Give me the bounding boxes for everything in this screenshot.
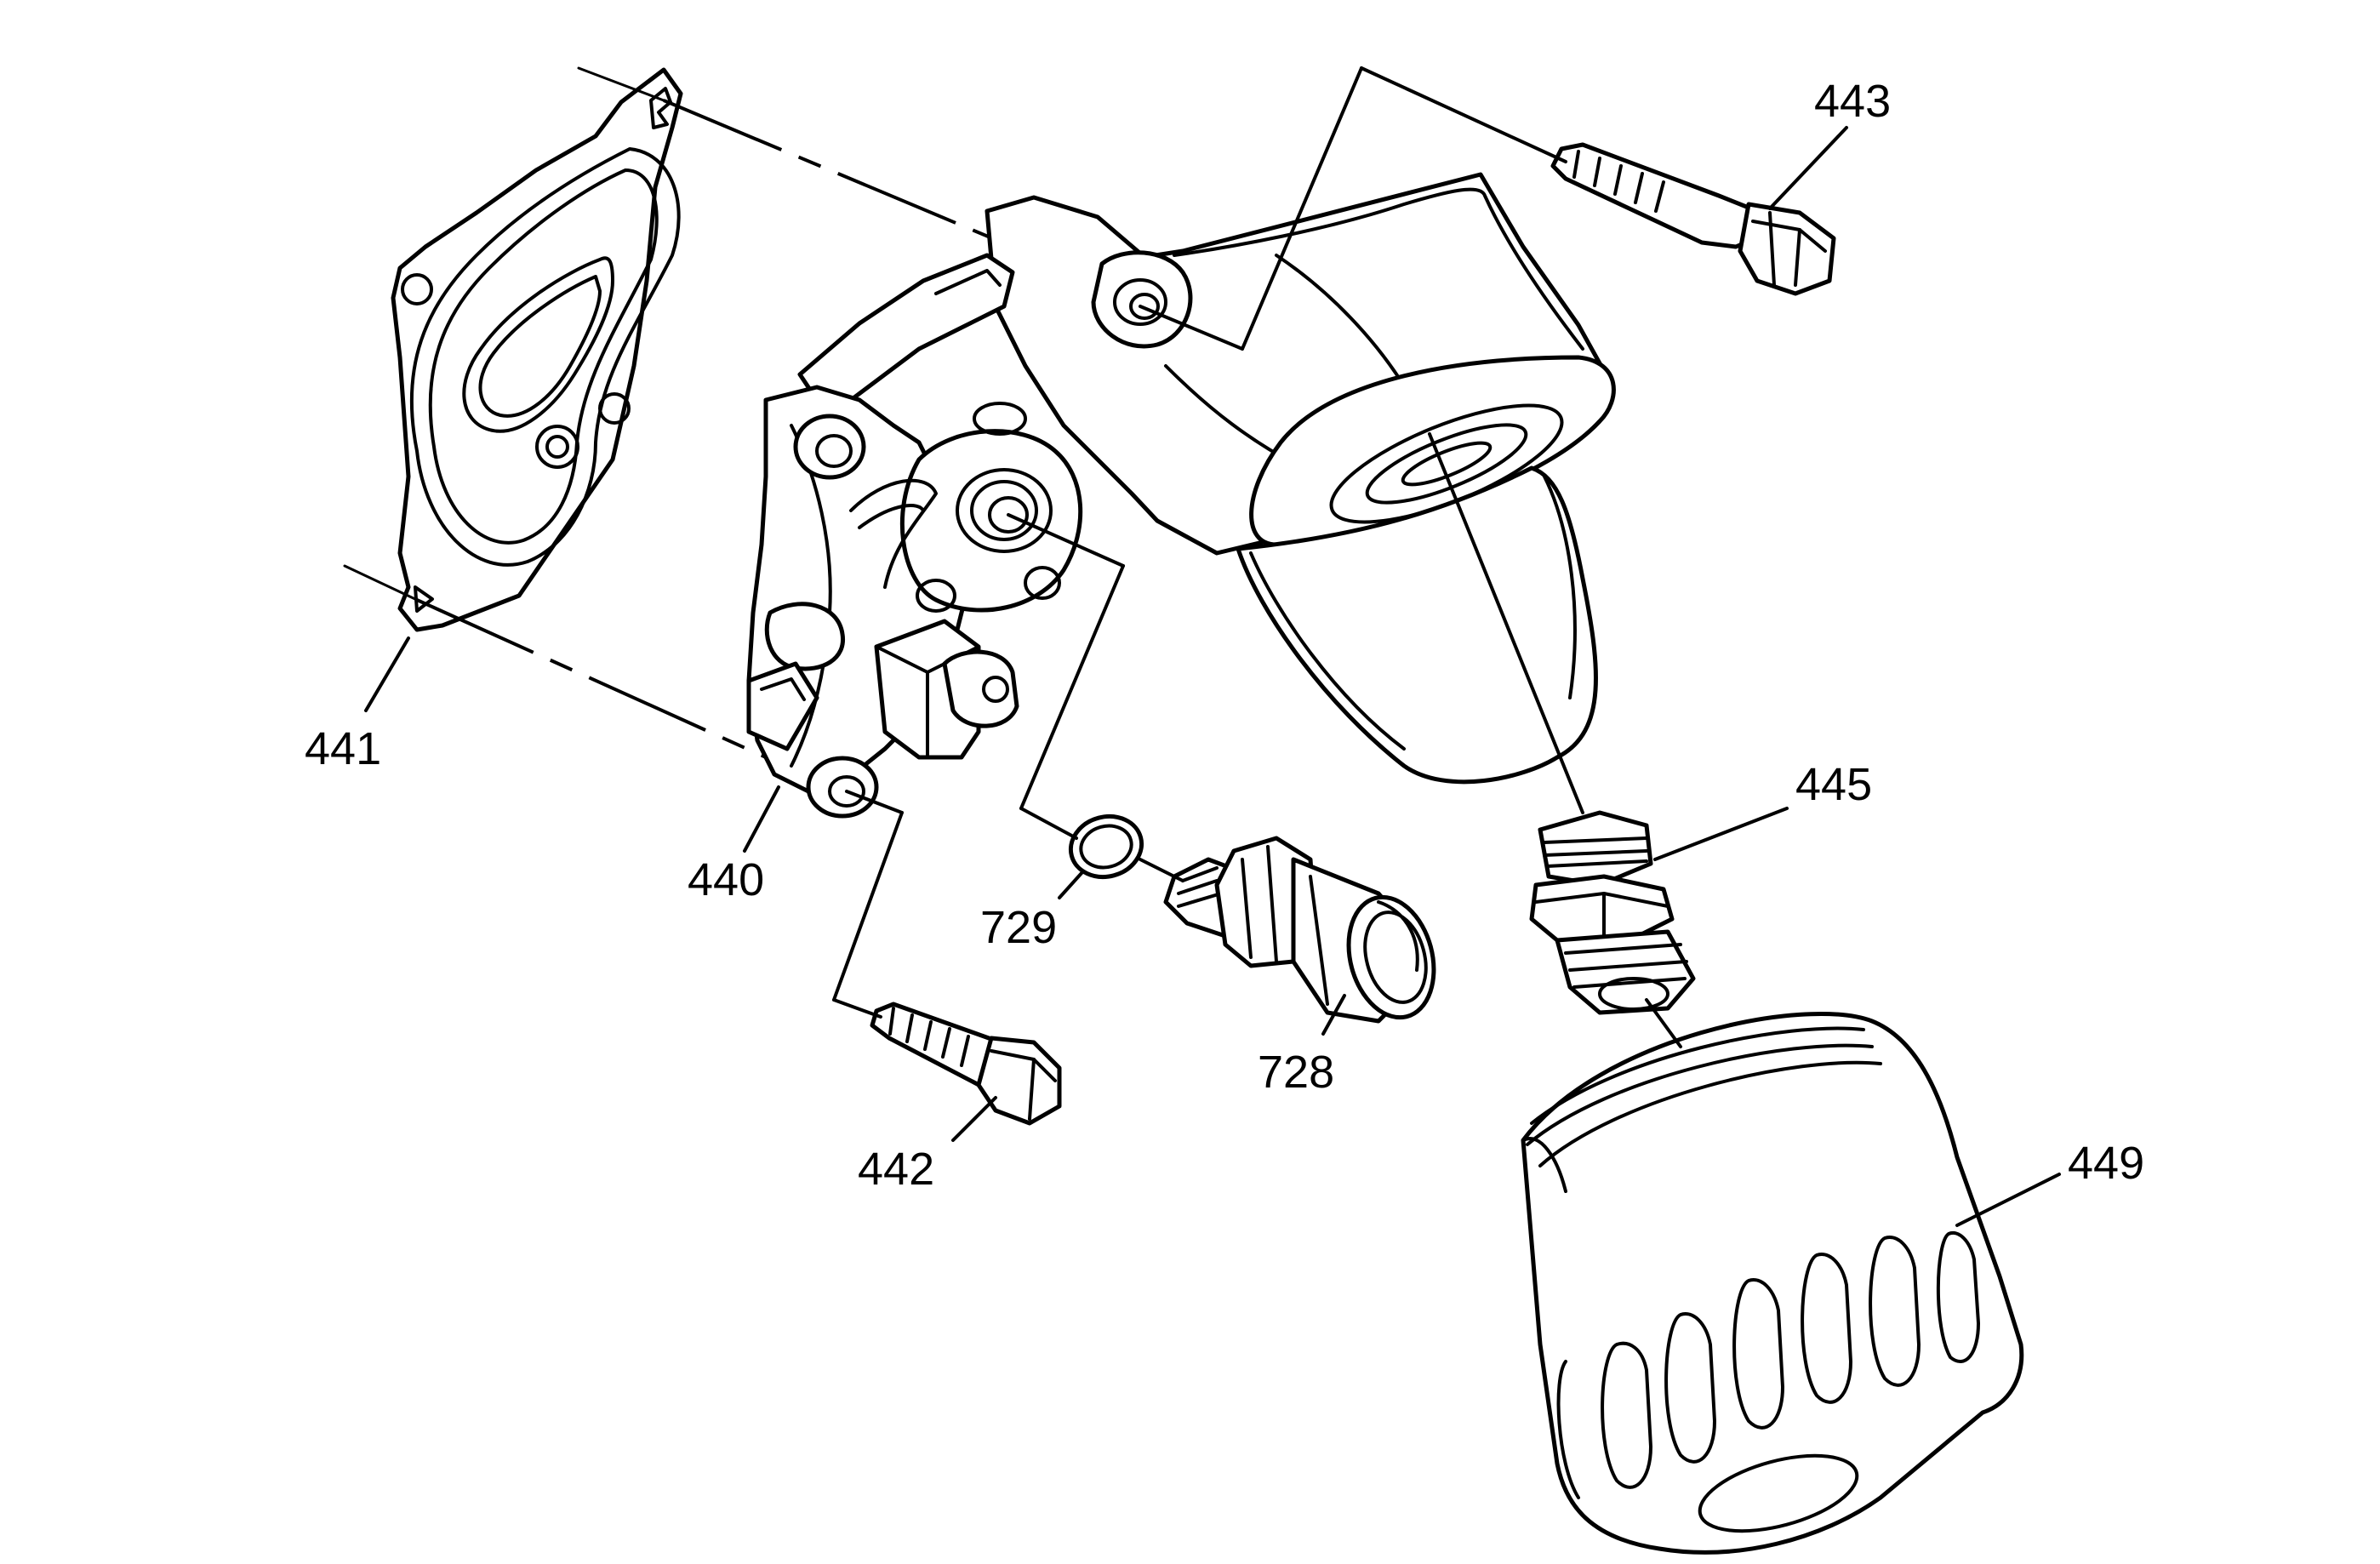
callout-441: 441 (305, 723, 381, 774)
callout-729: 729 (980, 902, 1057, 953)
callout-443: 443 (1814, 76, 1891, 127)
gasket-icon (391, 67, 683, 632)
alignment-lines (343, 66, 1013, 759)
oil-filter-icon (1521, 1012, 2024, 1555)
oil-filter-adapter-housing-icon (746, 172, 1616, 819)
callout-440: 440 (688, 854, 764, 905)
callout-442: 442 (858, 1144, 934, 1195)
callout-728: 728 (1258, 1047, 1334, 1098)
leader-lines (364, 66, 2061, 1227)
threaded-fitting-icon (1529, 810, 1696, 1015)
bolt-icon (1550, 142, 1836, 296)
pressure-sensor-icon (1163, 836, 1436, 1024)
callout-445: 445 (1795, 759, 1872, 810)
bolt-icon (870, 1002, 1062, 1126)
callout-449: 449 (2068, 1138, 2144, 1189)
o-ring-icon (1068, 813, 1144, 880)
